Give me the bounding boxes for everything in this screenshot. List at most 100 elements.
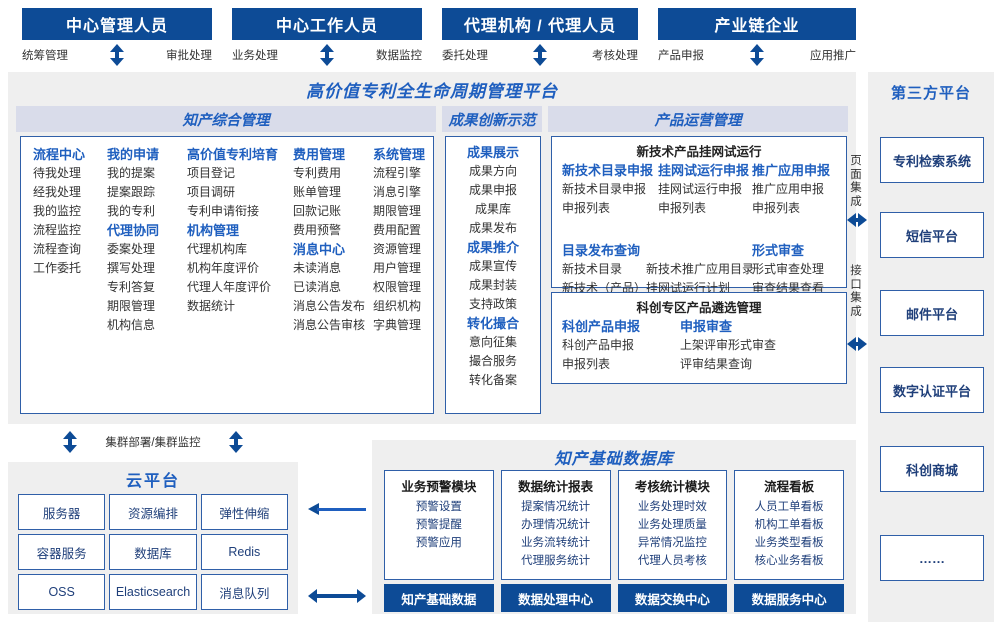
database-card-item[interactable]: 业务处理时效	[637, 501, 707, 513]
menu-item[interactable]: 形式审查处理	[752, 262, 825, 276]
menu-item[interactable]: 费用预警	[293, 223, 342, 237]
menu-item[interactable]: 费用配置	[373, 223, 422, 237]
database-card-item[interactable]: 办理情况统计	[521, 519, 591, 531]
menu-item[interactable]: 机构年度评价	[187, 261, 260, 275]
database-card-item[interactable]: 提案情况统计	[521, 501, 591, 513]
database-card-item[interactable]: 预警应用	[415, 537, 462, 549]
database-card-item[interactable]: 人员工单看板	[754, 501, 824, 513]
menu-item[interactable]: 权限管理	[373, 280, 422, 294]
cloud-service-item[interactable]: Redis	[200, 534, 288, 570]
database-card-item[interactable]: 核心业务看板	[754, 555, 824, 567]
menu-item[interactable]: 我的监控	[33, 204, 82, 218]
menu-item[interactable]: 流程引擎	[373, 166, 422, 180]
menu-item[interactable]: 消息公告发布	[293, 299, 366, 313]
ip-column: 系统管理流程引擎消息引擎期限管理费用配置资源管理用户管理权限管理组织机构字典管理	[373, 145, 433, 335]
menu-item[interactable]: 新技术目录 新技术推广应用目录	[562, 262, 755, 276]
database-card-item[interactable]: 代理服务统计	[521, 555, 591, 567]
cloud-service-item[interactable]: 弹性伸缩	[200, 494, 288, 530]
box-caption: 新技术产品挂网试运行	[636, 145, 762, 159]
cloud-service-item[interactable]: 消息队列	[200, 574, 288, 610]
role-bar: 中心工作人员	[232, 8, 422, 40]
menu-item[interactable]: 成果发布	[468, 221, 517, 235]
menu-item[interactable]: 代理人年度评价	[187, 280, 272, 294]
cloud-service-item[interactable]: 容器服务	[18, 534, 106, 570]
menu-item[interactable]: 账单管理	[293, 185, 342, 199]
menu-item[interactable]: 科创产品申报	[562, 338, 635, 352]
menu-item[interactable]: 撮合服务	[468, 354, 517, 368]
menu-item[interactable]: 专利答复	[107, 280, 156, 294]
menu-item[interactable]: 消息公告审核	[293, 318, 366, 332]
database-card-item[interactable]: 业务处理质量	[637, 519, 707, 531]
menu-item[interactable]: 我的提案	[107, 166, 156, 180]
menu-item[interactable]: 委案处理	[107, 242, 156, 256]
cloud-service-item[interactable]: Elasticsearch	[109, 574, 197, 610]
third-party-item[interactable]: 邮件平台	[880, 290, 984, 336]
menu-item[interactable]: 已读消息	[293, 280, 342, 294]
database-footer[interactable]: 数据交换中心	[617, 584, 728, 612]
menu-item[interactable]: 消息引擎	[373, 185, 422, 199]
menu-item[interactable]: 流程查询	[33, 242, 82, 256]
menu-item[interactable]: 组织机构	[373, 299, 422, 313]
menu-item[interactable]: 项目调研	[187, 185, 236, 199]
menu-item[interactable]: 申报列表	[752, 201, 801, 215]
menu-item[interactable]: 成果宣传	[468, 259, 517, 273]
menu-item[interactable]: 数据统计	[187, 299, 236, 313]
menu-item[interactable]: 经我处理	[33, 185, 82, 199]
menu-item[interactable]: 专利费用	[293, 166, 342, 180]
menu-item[interactable]: 回款记账	[293, 204, 342, 218]
menu-item[interactable]: 机构信息	[107, 318, 156, 332]
menu-item[interactable]: 我的专利	[107, 204, 156, 218]
menu-item[interactable]: 专利申请衔接	[187, 204, 260, 218]
database-card-item[interactable]: 机构工单看板	[754, 519, 824, 531]
menu-item[interactable]: 期限管理	[373, 204, 422, 218]
menu-item[interactable]: 成果库	[474, 202, 511, 216]
menu-item[interactable]: 待我处理	[33, 166, 82, 180]
menu-item[interactable]: 资源管理	[373, 242, 422, 256]
third-party-item[interactable]: 数字认证平台	[880, 367, 984, 413]
database-card-item[interactable]: 预警提醒	[415, 519, 462, 531]
third-party-item[interactable]: ……	[880, 535, 984, 581]
cloud-service-item[interactable]: 数据库	[109, 534, 197, 570]
third-party-item[interactable]: 专利检索系统	[880, 137, 984, 183]
menu-item[interactable]: 支持政策	[468, 297, 517, 311]
third-party-item[interactable]: 科创商城	[880, 446, 984, 492]
database-card-title: 数据统计报表	[518, 480, 594, 494]
cloud-service-item[interactable]: OSS	[18, 574, 106, 610]
menu-item[interactable]: 工作委托	[33, 261, 82, 275]
database-card-item[interactable]: 业务流转统计	[521, 537, 591, 549]
menu-item[interactable]: 成果方向	[468, 164, 517, 178]
menu-item[interactable]: 申报列表	[562, 201, 611, 215]
menu-item[interactable]: 转化备案	[468, 373, 517, 387]
database-card-item[interactable]: 代理人员考核	[637, 555, 707, 567]
menu-item[interactable]: 期限管理	[107, 299, 156, 313]
menu-item[interactable]: 推广应用申报	[752, 182, 825, 196]
menu-item[interactable]: 挂网试运行申报	[658, 182, 743, 196]
cloud-service-item[interactable]: 服务器	[18, 494, 106, 530]
menu-item[interactable]: 新技术目录申报	[562, 182, 647, 196]
database-card-item[interactable]: 异常情况监控	[637, 537, 707, 549]
menu-item[interactable]: 成果申报	[468, 183, 517, 197]
database-footer[interactable]: 知产基础数据	[384, 584, 494, 612]
menu-item[interactable]: 上架评审形式审查	[680, 338, 777, 352]
menu-item[interactable]: 意向征集	[468, 335, 517, 349]
menu-item[interactable]: 项目登记	[187, 166, 236, 180]
menu-item[interactable]: 未读消息	[293, 261, 342, 275]
menu-item[interactable]: 成果封装	[468, 278, 517, 292]
cloud-service-item[interactable]: 资源编排	[109, 494, 197, 530]
database-card-item[interactable]: 业务类型看板	[754, 537, 824, 549]
menu-item[interactable]: 代理机构库	[187, 242, 248, 256]
database-footer[interactable]: 数据服务中心	[734, 584, 844, 612]
third-party-item[interactable]: 短信平台	[880, 212, 984, 258]
database-card-item[interactable]: 预警设置	[415, 501, 462, 513]
menu-item[interactable]: 新技术（产品）挂网试运行计划	[562, 281, 731, 295]
menu-item[interactable]: 用户管理	[373, 261, 422, 275]
menu-item[interactable]: 申报列表	[562, 357, 611, 371]
database-footer[interactable]: 数据处理中心	[500, 584, 611, 612]
menu-item[interactable]: 撰写处理	[107, 261, 156, 275]
menu-item[interactable]: 字典管理	[373, 318, 422, 332]
menu-item[interactable]: 申报列表	[658, 201, 707, 215]
menu-item[interactable]: 评审结果查询	[680, 357, 753, 371]
menu-item[interactable]: 流程监控	[33, 223, 82, 237]
menu-item[interactable]: 提案跟踪	[107, 185, 156, 199]
menu-item[interactable]: 审查结果查看	[752, 281, 825, 295]
